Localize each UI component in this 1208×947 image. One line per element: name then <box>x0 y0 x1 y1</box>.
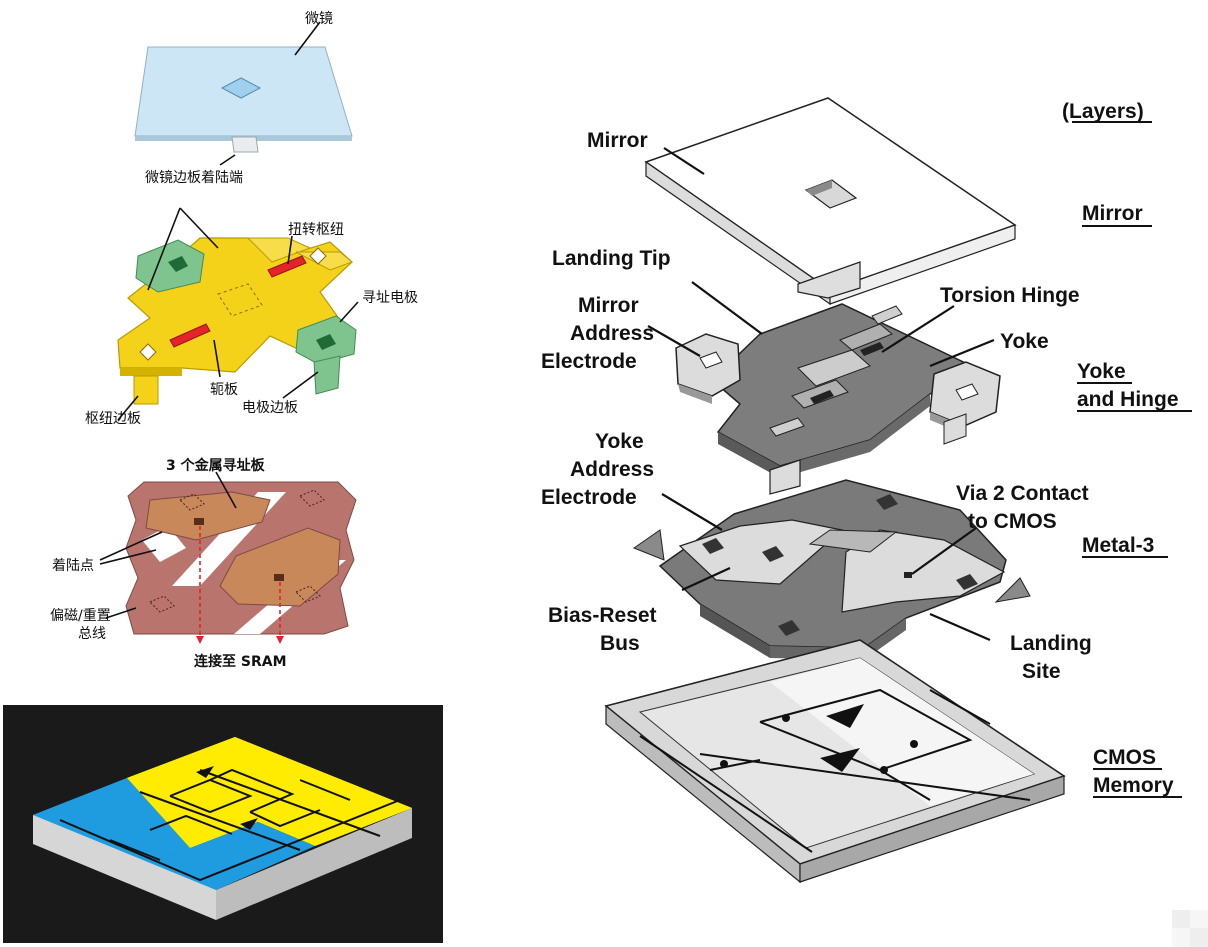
label-hinge-edge-cn: 枢纽边板 <box>85 411 141 427</box>
callout-mirror-address-1: Mirror <box>578 294 639 317</box>
label-electrode-edge-cn: 电极边板 <box>242 400 298 416</box>
label-mirror-cn: 微镜 <box>305 11 333 27</box>
label-address-electrode-cn: 寻址电极 <box>362 290 418 306</box>
layer-yoke-1: Yoke <box>1077 360 1126 383</box>
callout-yoke-address-3: Electrode <box>541 486 637 509</box>
layers-header: (Layers) <box>1062 100 1144 123</box>
label-bias-bus-cn-1: 偏磁/重置 <box>50 608 111 624</box>
callout-mirror-address-2: Address <box>570 322 654 345</box>
callout-yoke-address-1: Yoke <box>595 430 644 453</box>
left-yoke-hinge-layer: 扭转枢纽 寻址电极 轭板 枢纽边板 电极边板 <box>85 207 418 427</box>
callout-bias-reset-2: Bus <box>600 632 640 655</box>
right-cmos-memory-layer <box>604 639 1066 884</box>
left-metal-layer: 3 个金属寻址板 着陆点 偏磁/重置 总线 连接至 SRAM <box>50 457 357 670</box>
callout-landing-site-2: Site <box>1022 660 1061 683</box>
right-metal-3-layer <box>632 479 1031 660</box>
callout-via2-1: Via 2 Contact <box>956 482 1089 505</box>
callout-via2-2: to CMOS <box>968 510 1057 533</box>
label-bias-bus-cn-2: 总线 <box>78 626 106 642</box>
layer-cmos-1: CMOS <box>1093 746 1156 769</box>
label-landing-point-cn: 着陆点 <box>52 558 94 574</box>
callout-yoke-address-2: Address <box>570 458 654 481</box>
label-yoke-cn: 轭板 <box>210 382 238 398</box>
layer-metal3: Metal-3 <box>1082 534 1154 557</box>
layer-cmos-2: Memory <box>1093 774 1174 797</box>
callout-bias-reset-1: Bias-Reset <box>548 604 657 627</box>
label-sram-cn: 连接至 SRAM <box>194 653 287 670</box>
left-mirror-layer: 微镜 微镜边板着陆端 <box>134 11 353 186</box>
callout-torsion-hinge: Torsion Hinge <box>940 284 1080 307</box>
callout-landing-site-1: Landing <box>1010 632 1092 655</box>
layer-yoke-2: and Hinge <box>1077 388 1179 411</box>
callout-yoke: Yoke <box>1000 330 1049 353</box>
right-callout-labels: Mirror Landing Tip Mirror Address Electr… <box>541 129 1092 683</box>
label-mirror-landing-cn: 微镜边板着陆端 <box>145 170 243 186</box>
callout-mirror-address-3: Electrode <box>541 350 637 373</box>
label-torsion-hinge-cn: 扭转枢纽 <box>288 222 344 238</box>
right-yoke-hinge-layer <box>647 281 1001 495</box>
right-mirror-layer <box>644 97 1017 306</box>
cmos-render <box>3 705 443 943</box>
callout-landing-tip: Landing Tip <box>552 247 671 270</box>
label-metal-pads-cn: 3 个金属寻址板 <box>166 457 266 474</box>
corner-watermark-tile <box>1172 910 1208 947</box>
layers-column: (Layers) Mirror Yoke and Hinge Metal-3 C… <box>1062 100 1192 798</box>
layer-mirror: Mirror <box>1082 202 1143 225</box>
callout-mirror: Mirror <box>587 129 648 152</box>
